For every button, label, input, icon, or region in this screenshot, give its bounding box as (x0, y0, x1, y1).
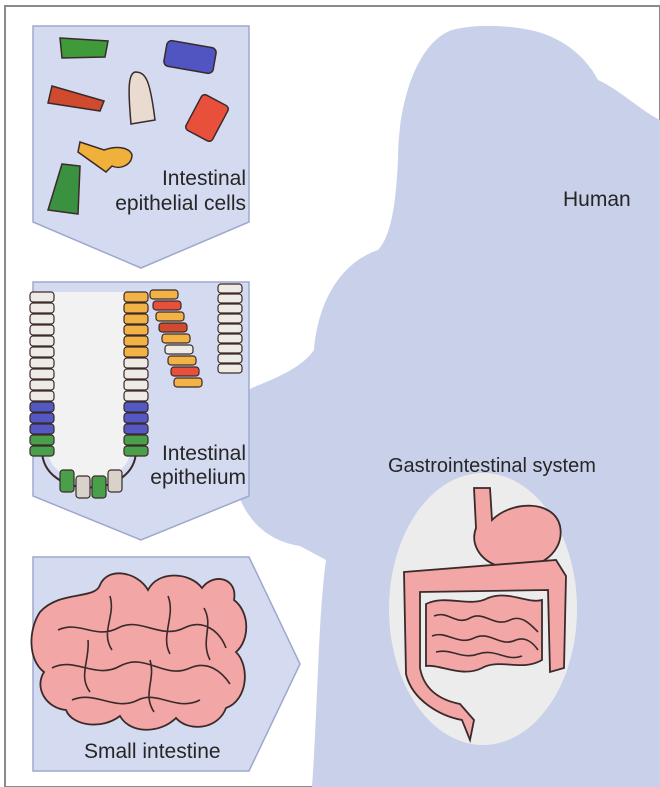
epithelial-cell (30, 325, 54, 335)
label-small-intestine: Small intestine (84, 739, 221, 765)
epithelial-cell (30, 336, 54, 346)
epithelial-cell (124, 391, 148, 401)
label-human: Human (563, 187, 631, 213)
epithelial-cell (218, 314, 242, 323)
label-gastrointestinal-system: Gastrointestinal system (388, 453, 596, 479)
epithelial-cell (124, 424, 148, 434)
cells-panel (33, 26, 249, 268)
villus-cell (153, 301, 181, 310)
epithelial-cell (92, 476, 106, 498)
villus-cell (174, 378, 202, 387)
label-epithelium-line1: Intestinal (120, 441, 246, 467)
right-column-cells (218, 284, 242, 373)
epithelial-cell (30, 435, 54, 445)
epithelial-cell (124, 347, 148, 357)
epithelial-cell (30, 391, 54, 401)
epithelial-cell (124, 402, 148, 412)
epithelial-cell (218, 354, 242, 363)
epithelial-cell (124, 314, 148, 324)
epithelial-cell (218, 334, 242, 343)
villus-cell (156, 312, 184, 321)
epithelial-cell (218, 284, 242, 293)
villus-cell (150, 290, 178, 299)
epithelial-cell (124, 303, 148, 313)
epithelial-cell (30, 292, 54, 302)
epithelial-cell (218, 364, 242, 373)
epithelial-cell (124, 336, 148, 346)
epithelial-cell (124, 358, 148, 368)
epithelial-cell (124, 380, 148, 390)
crypt-lumen (48, 292, 130, 480)
epithelial-cell (30, 446, 54, 456)
label-epithelium-line2: epithelium (120, 465, 246, 491)
epithelial-cell (76, 476, 90, 498)
epithelial-cell (124, 369, 148, 379)
epithelial-cell (30, 380, 54, 390)
villus-cell (162, 334, 190, 343)
epithelial-cell (30, 347, 54, 357)
villus-cell (159, 323, 187, 332)
villus-cell (165, 345, 193, 354)
epithelial-cell (218, 344, 242, 353)
villus-cell (171, 367, 199, 376)
label-epithelial-cells-line2: epithelial cells (96, 191, 246, 217)
epithelial-cell (124, 325, 148, 335)
epithelial-cell (30, 369, 54, 379)
epithelial-cell (30, 424, 54, 434)
epithelial-cell (30, 358, 54, 368)
epithelial-cell (30, 402, 54, 412)
villus-cell (168, 356, 196, 365)
label-epithelial-cells-line1: Intestinal (120, 166, 246, 192)
epithelial-cell (30, 303, 54, 313)
gi-system-illustration (389, 473, 577, 745)
epithelial-cell (30, 413, 54, 423)
cell-green-1 (60, 38, 108, 58)
epithelial-cell (218, 304, 242, 313)
epithelial-cell (124, 413, 148, 423)
epithelial-cell (218, 294, 242, 303)
epithelial-cell (60, 470, 74, 492)
epithelial-cell (30, 314, 54, 324)
epithelial-cell (218, 324, 242, 333)
epithelial-cell (124, 292, 148, 302)
small-intestine-coils-gi (426, 595, 542, 671)
crypt-cells-right (124, 292, 148, 456)
